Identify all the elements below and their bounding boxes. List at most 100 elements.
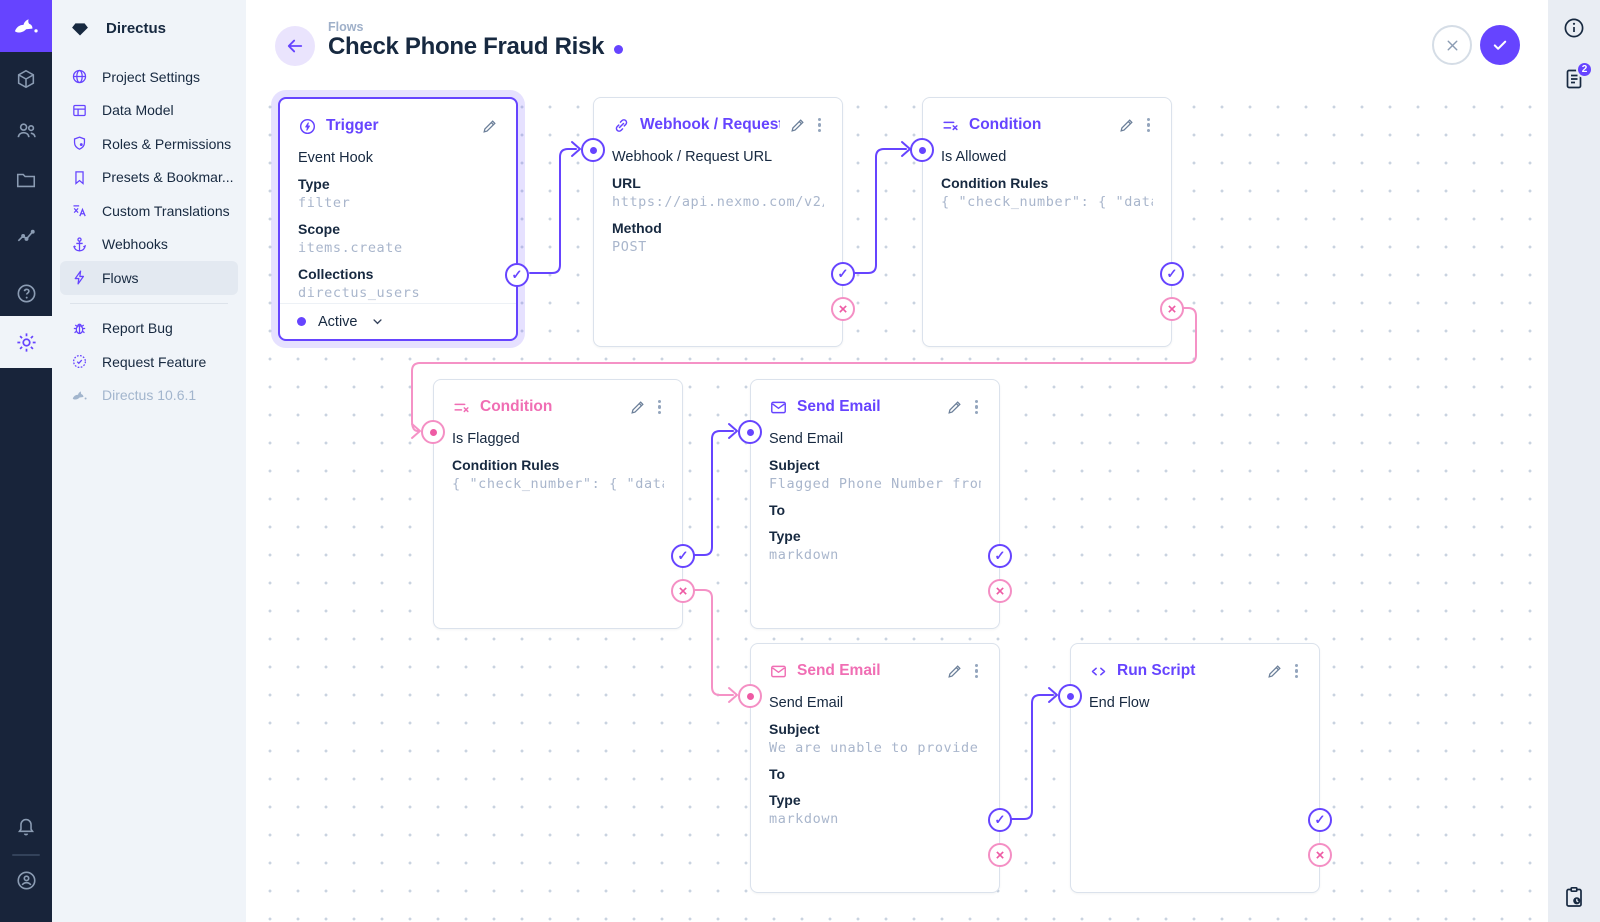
edit-icon[interactable]: [789, 117, 806, 134]
resolve-connector[interactable]: ✓: [1160, 262, 1184, 286]
notes-button[interactable]: 2: [1548, 55, 1600, 103]
field-label: Subject: [769, 721, 820, 737]
status-dot: [297, 317, 306, 326]
nav-item-flows[interactable]: Flows: [60, 261, 238, 295]
resolve-connector[interactable]: ✓: [671, 544, 695, 568]
breadcrumb[interactable]: Flows: [328, 20, 364, 34]
module-users-button[interactable]: [0, 106, 52, 154]
feature-badge-icon: [70, 353, 88, 370]
node-title: Trigger: [326, 117, 379, 134]
edit-icon[interactable]: [946, 663, 963, 680]
resolve-connector[interactable]: ✓: [988, 808, 1012, 832]
activity-log-button[interactable]: [1548, 873, 1600, 921]
field-label: Subject: [769, 457, 820, 473]
field-label: Condition Rules: [941, 175, 1049, 191]
module-insights-button[interactable]: [0, 212, 52, 260]
field-label: Type: [769, 528, 801, 544]
module-bar-divider: [12, 854, 40, 856]
reject-connector[interactable]: ×: [1160, 297, 1184, 321]
flow-node-webhook[interactable]: Webhook / Request URL Webhook / Request …: [581, 97, 855, 347]
input-connector[interactable]: [1058, 684, 1082, 708]
info-button[interactable]: [1548, 4, 1600, 52]
reject-connector[interactable]: ×: [831, 297, 855, 321]
globe-icon: [70, 68, 88, 85]
reject-connector[interactable]: ×: [988, 843, 1012, 867]
field-label: URL: [612, 175, 641, 191]
help-icon: [17, 284, 35, 302]
directus-logo[interactable]: [0, 0, 52, 52]
resolve-connector[interactable]: ✓: [988, 544, 1012, 568]
nav-item-request-feature[interactable]: Request Feature: [60, 345, 238, 379]
field-value: Flagged Phone Number from …: [769, 476, 981, 492]
resolve-connector[interactable]: ✓: [1308, 808, 1332, 832]
chart-line-icon: [17, 229, 35, 241]
save-button[interactable]: [1480, 25, 1520, 65]
reject-connector[interactable]: ×: [988, 579, 1012, 603]
operation-name: End Flow: [1089, 695, 1150, 711]
module-content-button[interactable]: [0, 55, 52, 103]
kebab-menu-icon[interactable]: [815, 116, 824, 135]
node-title: Run Script: [1117, 662, 1196, 679]
account-button[interactable]: [0, 856, 52, 904]
nav-item-report-bug[interactable]: Report Bug: [60, 312, 238, 346]
nav-item-label: Request Feature: [102, 353, 207, 370]
field-value: { "check_number": { "data"…: [941, 194, 1153, 210]
close-icon: [1447, 40, 1457, 50]
edit-icon[interactable]: [1118, 117, 1135, 134]
project-chooser[interactable]: Directus: [52, 0, 246, 56]
flow-node-condition-flagged[interactable]: Condition Is Flagged Condition Rules{ "c…: [421, 379, 695, 629]
notifications-button[interactable]: [0, 802, 52, 850]
cancel-button[interactable]: [1432, 25, 1472, 65]
kebab-menu-icon[interactable]: [972, 398, 981, 417]
field-value: POST: [612, 239, 647, 255]
edit-icon[interactable]: [946, 399, 963, 416]
reject-connector[interactable]: ×: [671, 579, 695, 603]
resolve-connector[interactable]: ✓: [505, 263, 529, 287]
input-connector[interactable]: [738, 420, 762, 444]
resolve-connector[interactable]: ✓: [831, 262, 855, 286]
back-button[interactable]: [275, 26, 315, 66]
project-name: Directus: [106, 19, 167, 37]
mail-icon: [769, 662, 788, 681]
nav-item-project-settings[interactable]: Project Settings: [60, 60, 238, 94]
input-connector[interactable]: [581, 138, 605, 162]
module-settings-button[interactable]: [0, 316, 52, 368]
nav-item-label: Report Bug: [102, 320, 173, 337]
module-help-button[interactable]: [0, 269, 52, 317]
input-connector[interactable]: [421, 420, 445, 444]
nav-divider: [70, 302, 228, 304]
kebab-menu-icon[interactable]: [1144, 116, 1153, 135]
flow-node-condition-allowed[interactable]: Condition Is Allowed Condition Rules{ "c…: [910, 97, 1184, 347]
mail-icon: [769, 398, 788, 417]
check-icon: [1493, 40, 1507, 50]
edit-icon[interactable]: [629, 399, 646, 416]
nav-item-label: Roles & Permissions: [102, 135, 232, 152]
kebab-menu-icon[interactable]: [1292, 662, 1301, 681]
flow-node-run-script[interactable]: Run Script End Flow ✓ ×: [1058, 643, 1332, 893]
nav-item-label: Data Model: [102, 102, 174, 119]
nav-item-webhooks[interactable]: Webhooks: [60, 228, 238, 262]
input-connector[interactable]: [738, 684, 762, 708]
edit-icon[interactable]: [481, 118, 498, 135]
edit-icon[interactable]: [1266, 663, 1283, 680]
reject-connector[interactable]: ×: [1308, 843, 1332, 867]
nav-item-presets-bookmarks[interactable]: Presets & Bookmar...: [60, 161, 238, 195]
nav-item-custom-translations[interactable]: Custom Translations: [60, 194, 238, 228]
node-title: Condition: [969, 116, 1042, 133]
nav-item-roles-permissions[interactable]: Roles & Permissions: [60, 127, 238, 161]
field-label: To: [769, 502, 786, 518]
flow-status-dropdown[interactable]: Active: [280, 303, 516, 339]
input-connector[interactable]: [910, 138, 934, 162]
kebab-menu-icon[interactable]: [655, 398, 664, 417]
nav-item-data-model[interactable]: Data Model: [60, 94, 238, 128]
kebab-menu-icon[interactable]: [972, 662, 981, 681]
node-title: Send Email: [797, 662, 881, 679]
status-label: Active: [318, 313, 358, 330]
module-files-button[interactable]: [0, 156, 52, 204]
link-icon: [612, 116, 631, 135]
right-sidebar-rail: 2: [1548, 0, 1600, 922]
